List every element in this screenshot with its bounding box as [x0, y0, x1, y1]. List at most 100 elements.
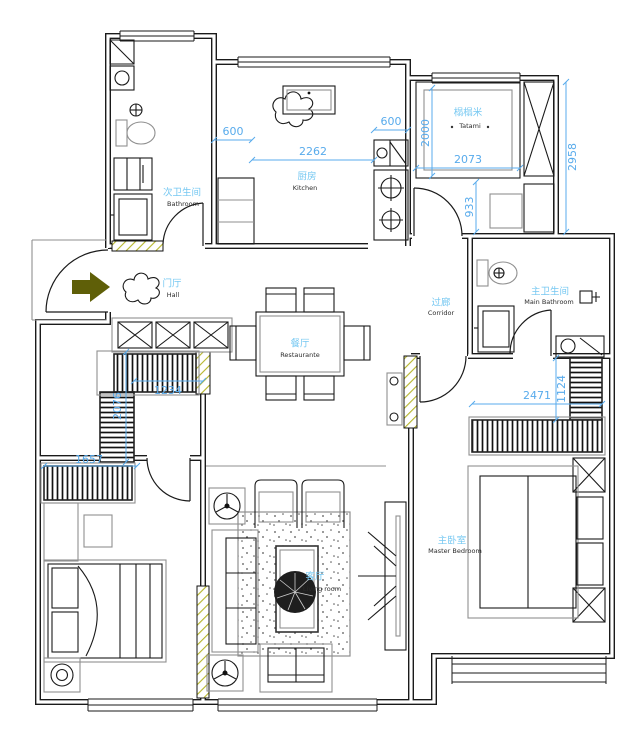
hall-closet	[96, 317, 233, 463]
dim-text: 2073	[454, 153, 482, 166]
kitchen-sink	[282, 85, 336, 115]
dim-text: 2000	[419, 119, 432, 147]
master-bedroom	[467, 357, 606, 623]
hatch-closet-wall	[195, 351, 211, 395]
master-bed	[467, 465, 604, 619]
dim-text: 600	[223, 125, 244, 138]
speaker-icon-top	[208, 487, 246, 525]
hatch-bedroom-wall	[196, 585, 210, 699]
dim-master-wardrobe-w: 2471	[468, 389, 606, 408]
tatami-cabinet	[523, 183, 555, 233]
window-bedroom-bottom	[87, 695, 194, 715]
label-main-bathroom-zh: 主卫生间	[531, 286, 569, 298]
entry-direction-arrow	[72, 272, 110, 302]
master-bedroom-door	[419, 355, 467, 403]
label-master-bedroom-en: Master Bedroom	[428, 547, 482, 555]
label-tatami-en: Tatami	[458, 122, 481, 130]
dim-right-side: 2958	[562, 78, 579, 236]
floor-drain-icon	[129, 103, 143, 117]
kitchen-cabinet-left	[217, 177, 255, 245]
dim-kitchen-span: 2262	[248, 145, 378, 164]
main-toilet	[476, 259, 518, 287]
hatch-master-wall	[403, 355, 418, 429]
label-bathroom2-zh: 次卫生间	[163, 187, 201, 199]
corridor-radiator	[386, 372, 403, 426]
tatami-platform-inner	[423, 89, 513, 171]
bedroom2-speaker-icon	[43, 657, 81, 693]
label-kitchen-zh: 厨房	[297, 171, 316, 183]
label-main-bathroom-en: Main Bathroom	[524, 298, 574, 306]
dim-text: 2471	[523, 389, 551, 402]
dim-text: 2076	[111, 392, 124, 420]
hatch-bathroom2-wall	[111, 240, 164, 252]
label-living-en: Living room	[303, 585, 341, 593]
toilet	[115, 119, 156, 147]
table-plant	[274, 571, 316, 613]
label-dining-zh: 餐厅	[290, 338, 310, 350]
window-living-bottom	[217, 695, 378, 715]
main-bathroom-door	[509, 309, 552, 356]
tatami-door	[413, 187, 463, 237]
label-dining-en: Restaurante	[280, 351, 320, 359]
tatami-platform	[415, 81, 521, 179]
bathroom-vanity	[555, 335, 605, 358]
dim-text: 2958	[566, 143, 579, 171]
master-wardrobe-L	[468, 357, 606, 456]
hatched-wall-sections	[111, 240, 418, 699]
dining-table-inner	[259, 315, 341, 373]
washing-machine	[113, 157, 153, 191]
dining-set	[229, 287, 371, 401]
main-shower-tray	[474, 305, 515, 353]
speaker-icon-bottom	[206, 654, 244, 692]
dim-text: 2262	[299, 145, 327, 158]
main-bathroom-fixtures	[474, 259, 605, 358]
label-corridor-en: Corridor	[428, 309, 455, 317]
entry-door	[31, 239, 109, 321]
dim-tatami-lower: 933	[463, 178, 480, 236]
dining-chairs	[229, 287, 371, 401]
loveseat	[259, 643, 333, 693]
washing-machine-detail	[126, 158, 144, 190]
stove	[373, 169, 409, 241]
bedroom2-bed	[43, 559, 167, 663]
bathroom2-door	[162, 202, 204, 246]
dim-text: 1657	[75, 453, 103, 466]
window-tatami-top	[431, 71, 521, 85]
dim-bedroom-wardrobe: 1657	[40, 453, 141, 470]
bathroom2-fixtures	[109, 39, 156, 241]
dim-text: 600	[381, 115, 402, 128]
label-corridor-zh: 过廊	[431, 297, 451, 309]
bedroom2-wardrobe	[40, 462, 136, 504]
shoe-cabinet	[111, 317, 233, 353]
washbasin-cabinet	[109, 65, 135, 91]
bedroom2	[40, 462, 167, 693]
bedroom2-door	[146, 457, 191, 502]
dim-kitchen-right: 600	[370, 115, 412, 134]
tv-unit	[358, 501, 407, 651]
bedroom2-side-table	[83, 514, 113, 548]
water-heater-icon	[579, 290, 600, 304]
washbasin	[114, 70, 130, 86]
dim-text: 933	[463, 197, 476, 218]
dim-hall-closet-h: 2076	[111, 348, 130, 466]
dim-tatami-width: 2073	[412, 153, 524, 172]
hall-plant-sketch	[122, 272, 160, 305]
label-hall-zh: 门厅	[162, 278, 182, 290]
label-master-bedroom-zh: 主卧室	[438, 535, 467, 547]
dim-kitchen-left: 600	[210, 125, 256, 144]
tatami-wardrobe	[523, 81, 555, 177]
bedroom2-cabinet	[43, 502, 79, 562]
kitchen-fixtures	[217, 85, 409, 245]
window-kitchen-top	[237, 55, 391, 69]
hall-wardrobe-L	[96, 350, 200, 463]
kitchen-drainer-unit	[373, 139, 409, 167]
dim-text: 1234	[154, 384, 182, 397]
label-bathroom2-en: Bathroom	[167, 200, 199, 208]
walls	[35, 33, 615, 705]
dimensions: 600 600 2262 2000 2073 2958	[40, 78, 606, 470]
window-bathroom2-top	[119, 29, 195, 43]
label-hall-en: Hall	[167, 291, 180, 299]
room-labels: 次卫生间 Bathroom 厨房 Kitchen 榻榻米 Tatami 门厅 H…	[162, 107, 573, 594]
